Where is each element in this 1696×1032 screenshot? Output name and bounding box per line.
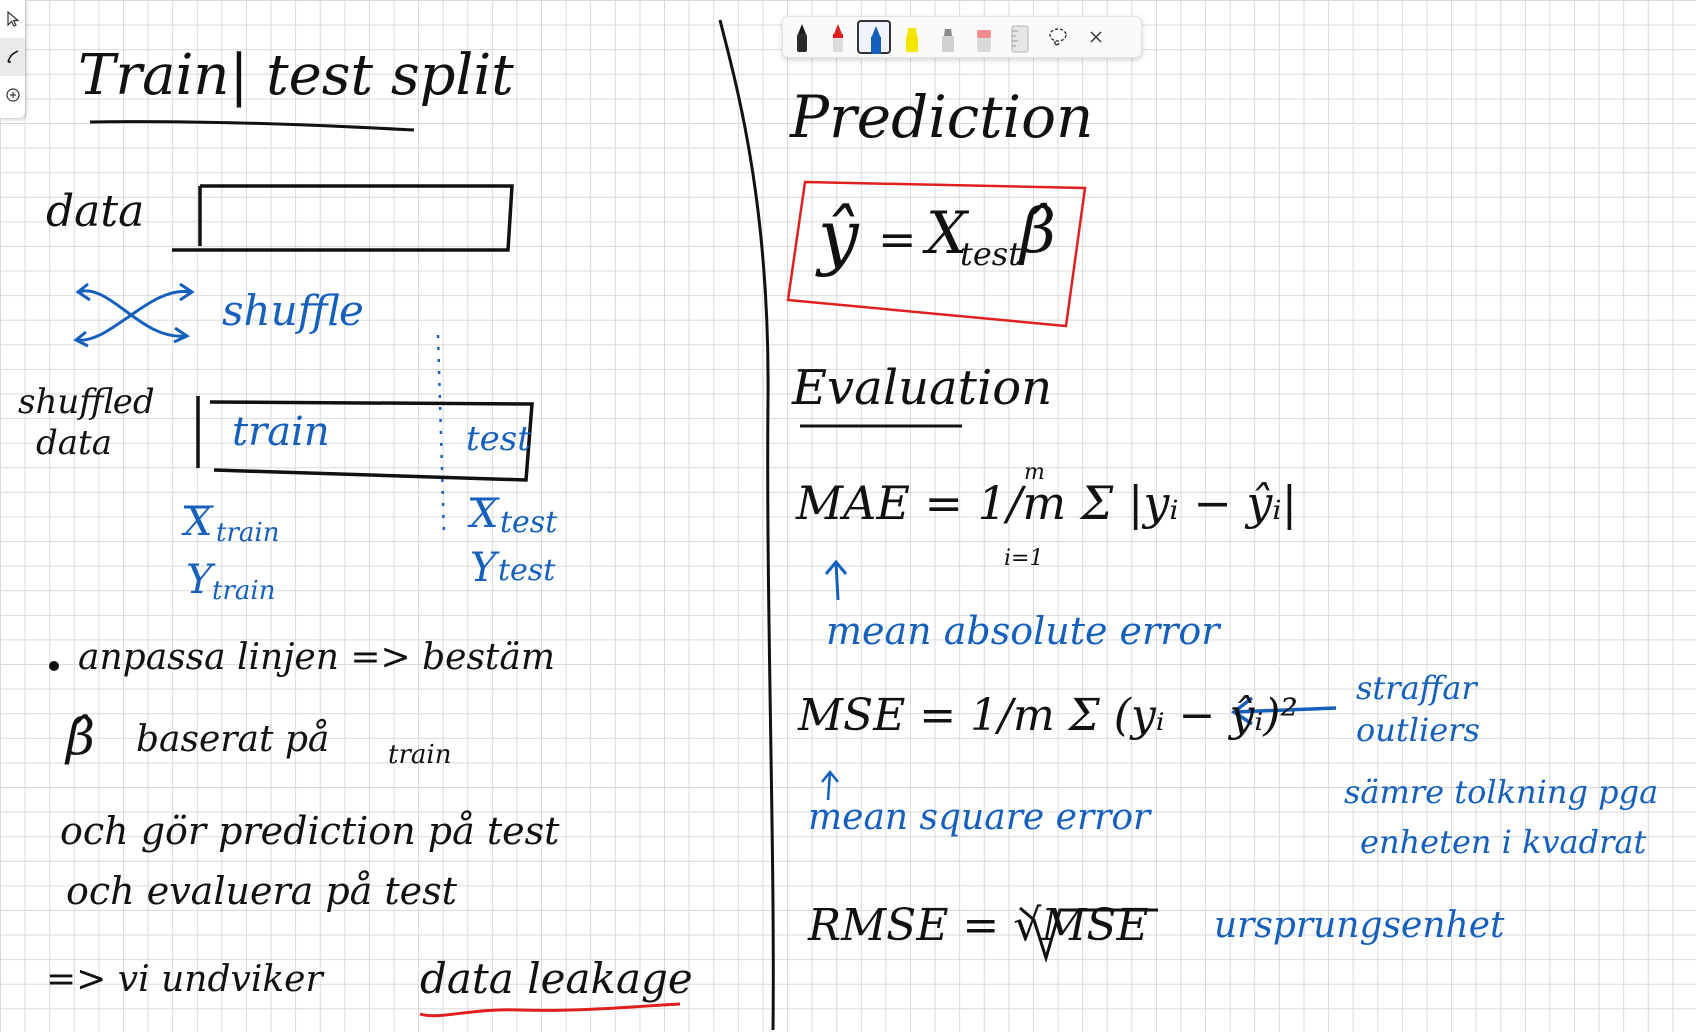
beta-hat: β̂ [66, 708, 95, 766]
eraser-button[interactable] [967, 20, 1001, 54]
page-divider-line [718, 19, 775, 1031]
mse-note-tolkning: sämre tolkning pga [1344, 773, 1659, 811]
lasso-select-icon[interactable] [1041, 20, 1075, 54]
close-icon[interactable] [1079, 20, 1113, 54]
yellow-highlighter-button[interactable] [895, 20, 929, 54]
red-pen-button[interactable] [821, 20, 855, 54]
train-label: train [232, 409, 330, 455]
formula-x-sub: test [960, 235, 1022, 273]
x-test-sub: test [500, 505, 558, 540]
mse-formula: MSE = 1/m Σ (yᵢ − ŷᵢ)² [798, 690, 1299, 741]
gray-highlighter-button[interactable] [931, 20, 965, 54]
formula-equals: = [878, 212, 917, 266]
x-test-symbol: X [470, 491, 499, 537]
mse-note-straffar: straffar [1356, 669, 1477, 707]
shuffle-icon [73, 282, 195, 348]
title-underline [89, 120, 415, 132]
mae-sum-bottom: i=1 [1004, 546, 1044, 571]
prediction-title: Prediction [790, 83, 1094, 151]
data-box [172, 184, 514, 252]
mse-note-outliers: outliers [1356, 711, 1480, 749]
data-leakage-underline [419, 1002, 681, 1018]
pen-ink-icon[interactable] [0, 38, 25, 76]
blue-pen-button[interactable] [857, 20, 891, 54]
mae-arrow [824, 559, 848, 601]
formula-x: X [926, 199, 968, 267]
rmse-formula: RMSE = √MSE [808, 900, 1149, 951]
x-train-symbol: X [184, 499, 213, 545]
mse-description: mean square error [808, 797, 1151, 838]
prediction-formula-box [786, 180, 1087, 328]
x-train-sub: train [216, 518, 280, 548]
bullet-dot [49, 661, 59, 671]
bullet-line-2-sub: train [388, 740, 452, 770]
y-test-symbol: Y [470, 545, 497, 591]
data-label: data [46, 186, 145, 237]
mae-sum-top: m [1024, 460, 1045, 485]
formula-beta-hat: β̂ [1020, 194, 1056, 267]
line-prediction-test: och gör prediction på test [60, 809, 560, 853]
y-train-symbol: Y [186, 557, 213, 603]
shuffled-data-label: data [36, 423, 112, 463]
y-train-sub: train [212, 576, 276, 606]
shuffled-label: shuffled [18, 382, 155, 422]
add-icon[interactable] [0, 76, 25, 114]
bullet-line-1: anpassa linjen => bestäm [78, 637, 555, 678]
sqrt-sign [1019, 906, 1158, 964]
black-pen-button[interactable] [785, 20, 819, 54]
rmse-note: ursprungsenhet [1214, 905, 1505, 946]
shuffled-data-box [196, 396, 534, 482]
split-line [436, 334, 446, 536]
conclusion-prefix: => vi undviker [46, 959, 323, 1000]
mse-outlier-arrow [1231, 696, 1337, 726]
formula-y-hat: ŷ [818, 194, 859, 278]
mae-formula: MAE = 1/m Σ |yᵢ − ŷᵢ| [796, 476, 1298, 530]
ruler-button[interactable] [1003, 20, 1037, 54]
conclusion-data-leakage: data leakage [420, 954, 693, 1003]
evaluation-title: Evaluation [792, 360, 1053, 416]
pen-toolbar [782, 16, 1142, 58]
mse-up-arrow [821, 769, 839, 801]
mae-description: mean absolute error [826, 609, 1220, 653]
left-toolbar [0, 0, 25, 118]
page-title: Train| test split [78, 43, 514, 108]
line-evaluate-test: och evaluera på test [66, 869, 457, 913]
select-pointer-icon[interactable] [0, 0, 25, 38]
y-test-sub: test [498, 553, 556, 588]
test-label: test [466, 419, 531, 459]
shuffle-label: shuffle [222, 286, 364, 335]
mse-note-kvadrat: enheten i kvadrat [1360, 823, 1647, 861]
bullet-line-2: baserat på [136, 719, 330, 760]
